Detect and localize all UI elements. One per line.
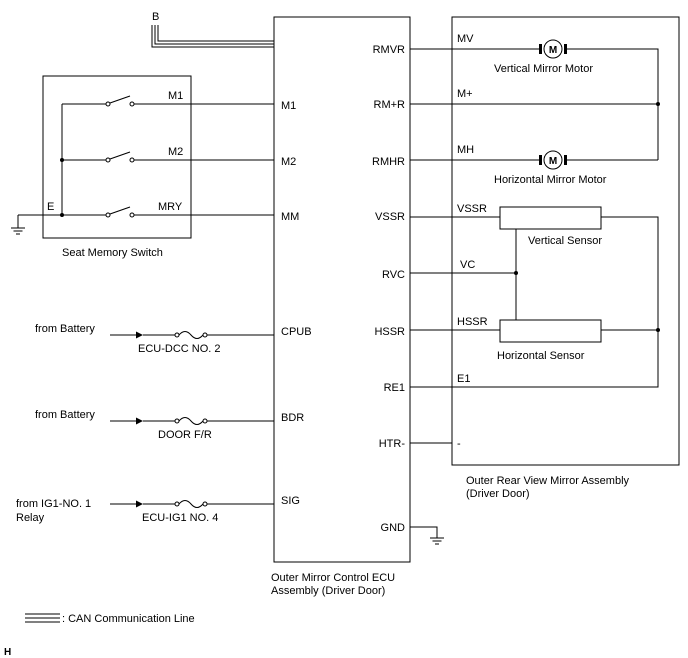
wire-label-vssr: VSSR: [457, 203, 487, 215]
arrow-icon: [110, 331, 143, 339]
motor-icon: M: [539, 150, 567, 170]
wire-label-mry: MRY: [158, 201, 183, 213]
wire-label-hssr: HSSR: [457, 316, 488, 328]
vertical-motor-label: Vertical Mirror Motor: [494, 63, 593, 75]
junction-dot: [60, 158, 64, 162]
horizontal-motor-symbol: M: [549, 156, 557, 167]
bdr-fuse-label: DOOR F/R: [158, 429, 212, 441]
ecu-pin-re1: RE1: [384, 382, 405, 394]
fuse-icon: [174, 500, 208, 508]
connector-b-label: B: [152, 11, 159, 23]
ecu-pin-htr: HTR-: [379, 438, 406, 450]
horizontal-sensor-label: Horizontal Sensor: [497, 350, 585, 362]
wire-label-m1: M1: [168, 90, 183, 102]
switch-icon: [105, 151, 135, 163]
wire-label-mplus: M+: [457, 88, 473, 100]
ecu-pin-rvc: RVC: [382, 269, 405, 281]
switch-icon: [105, 95, 135, 107]
sig-source-line2: Relay: [16, 512, 45, 524]
fuse-icon: [174, 417, 208, 425]
horizontal-sensor-block: [499, 319, 602, 343]
ecu-pin-rmr: RM+R: [374, 99, 406, 111]
seat-memory-switch-title: Seat Memory Switch: [62, 247, 163, 259]
ecu-pin-rmhr: RMHR: [372, 156, 405, 168]
ecu-name-line2: Assembly (Driver Door): [271, 585, 385, 597]
vertical-motor-symbol: M: [549, 45, 557, 56]
mirror-assembly-name-line1: Outer Rear View Mirror Assembly: [466, 475, 630, 487]
junction-dot: [656, 102, 660, 106]
ecu-pin-m1: M1: [281, 100, 296, 112]
switch-icon: [105, 206, 135, 218]
fuse-icon: [174, 331, 208, 339]
junction-dot: [656, 328, 660, 332]
motor-icon: M: [539, 39, 567, 59]
arrow-icon: [110, 500, 143, 508]
ecu-pin-rmvr: RMVR: [373, 44, 405, 56]
ecu-pin-m2: M2: [281, 156, 296, 168]
horizontal-motor-label: Horizontal Mirror Motor: [494, 174, 607, 186]
ecu-pin-hssr: HSSR: [374, 326, 405, 338]
ecu-pin-cpub: CPUB: [281, 326, 312, 338]
bdr-source-label: from Battery: [35, 409, 95, 421]
wire-label-mv: MV: [457, 33, 474, 45]
ecu-pin-gnd: GND: [381, 522, 406, 534]
vertical-sensor-label: Vertical Sensor: [528, 235, 602, 247]
wire-label-e: E: [47, 201, 54, 213]
wire-label-m2: M2: [168, 146, 183, 158]
vertical-sensor-block: [499, 206, 602, 230]
mirror-assembly-box: [451, 16, 680, 466]
ecu-pin-mm: MM: [281, 211, 299, 223]
wire-label-vc: VC: [460, 259, 475, 271]
arrow-icon: [110, 417, 143, 425]
ecu-pin-bdr: BDR: [281, 412, 304, 424]
cpub-source-label: from Battery: [35, 323, 95, 335]
ecu-gnd-wire: [410, 526, 438, 538]
wire-label-mh: MH: [457, 144, 474, 156]
wire-label-e1: E1: [457, 373, 470, 385]
ground-icon: [11, 227, 25, 235]
can-legend-symbol: [25, 613, 60, 623]
can-legend-label: : CAN Communication Line: [62, 613, 195, 625]
corner-mark: H: [4, 647, 11, 658]
ecu-name-line1: Outer Mirror Control ECU: [271, 572, 395, 584]
can-bus-line: [151, 25, 274, 48]
wire-label-htr: -: [457, 438, 461, 450]
sig-source-line1: from IG1-NO. 1: [16, 498, 91, 510]
mirror-assembly-name-line2: (Driver Door): [466, 488, 530, 500]
junction-dot: [60, 213, 64, 217]
ground-icon: [430, 537, 444, 545]
seat-switch-wiring: [17, 103, 274, 228]
ecu-pin-vssr: VSSR: [375, 211, 405, 223]
sig-fuse-label: ECU-IG1 NO. 4: [142, 512, 218, 524]
cpub-fuse-label: ECU-DCC NO. 2: [138, 343, 221, 355]
junction-dot: [514, 271, 518, 275]
ecu-pin-sig: SIG: [281, 495, 300, 507]
ecu-box: [273, 16, 411, 563]
